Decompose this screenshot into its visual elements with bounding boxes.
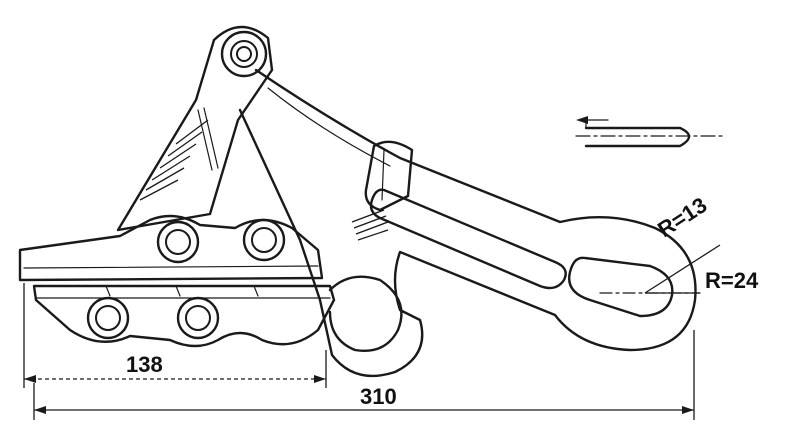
- collar-hatching: [351, 209, 389, 241]
- pivot-link: [116, 25, 274, 232]
- dimension-310-label: 310: [360, 384, 397, 409]
- hook-loop: [328, 275, 403, 352]
- upper-jaw-pin-right: [242, 218, 286, 262]
- sliding-collar: [364, 140, 414, 212]
- dimension-310: 310: [33, 330, 695, 420]
- lower-jaw-pin-right: [176, 296, 220, 340]
- side-view-detail: [575, 116, 725, 148]
- upper-jaw: [18, 214, 324, 282]
- link-hatching: [139, 119, 209, 201]
- radius-outer-label: R=24: [705, 268, 759, 293]
- lower-jaw-pin-left: [86, 296, 130, 340]
- upper-jaw-pin-left: [156, 220, 200, 264]
- radius-inner-label: R=13: [653, 192, 711, 242]
- radius-callouts: R=13 R=24: [644, 192, 759, 294]
- lower-jaw: [32, 284, 336, 348]
- dimension-138: 138: [23, 283, 327, 388]
- top-pivot-pin: [220, 30, 268, 78]
- handle-body: [238, 68, 697, 378]
- dimension-138-label: 138: [126, 352, 163, 377]
- eye-slot: [568, 256, 674, 318]
